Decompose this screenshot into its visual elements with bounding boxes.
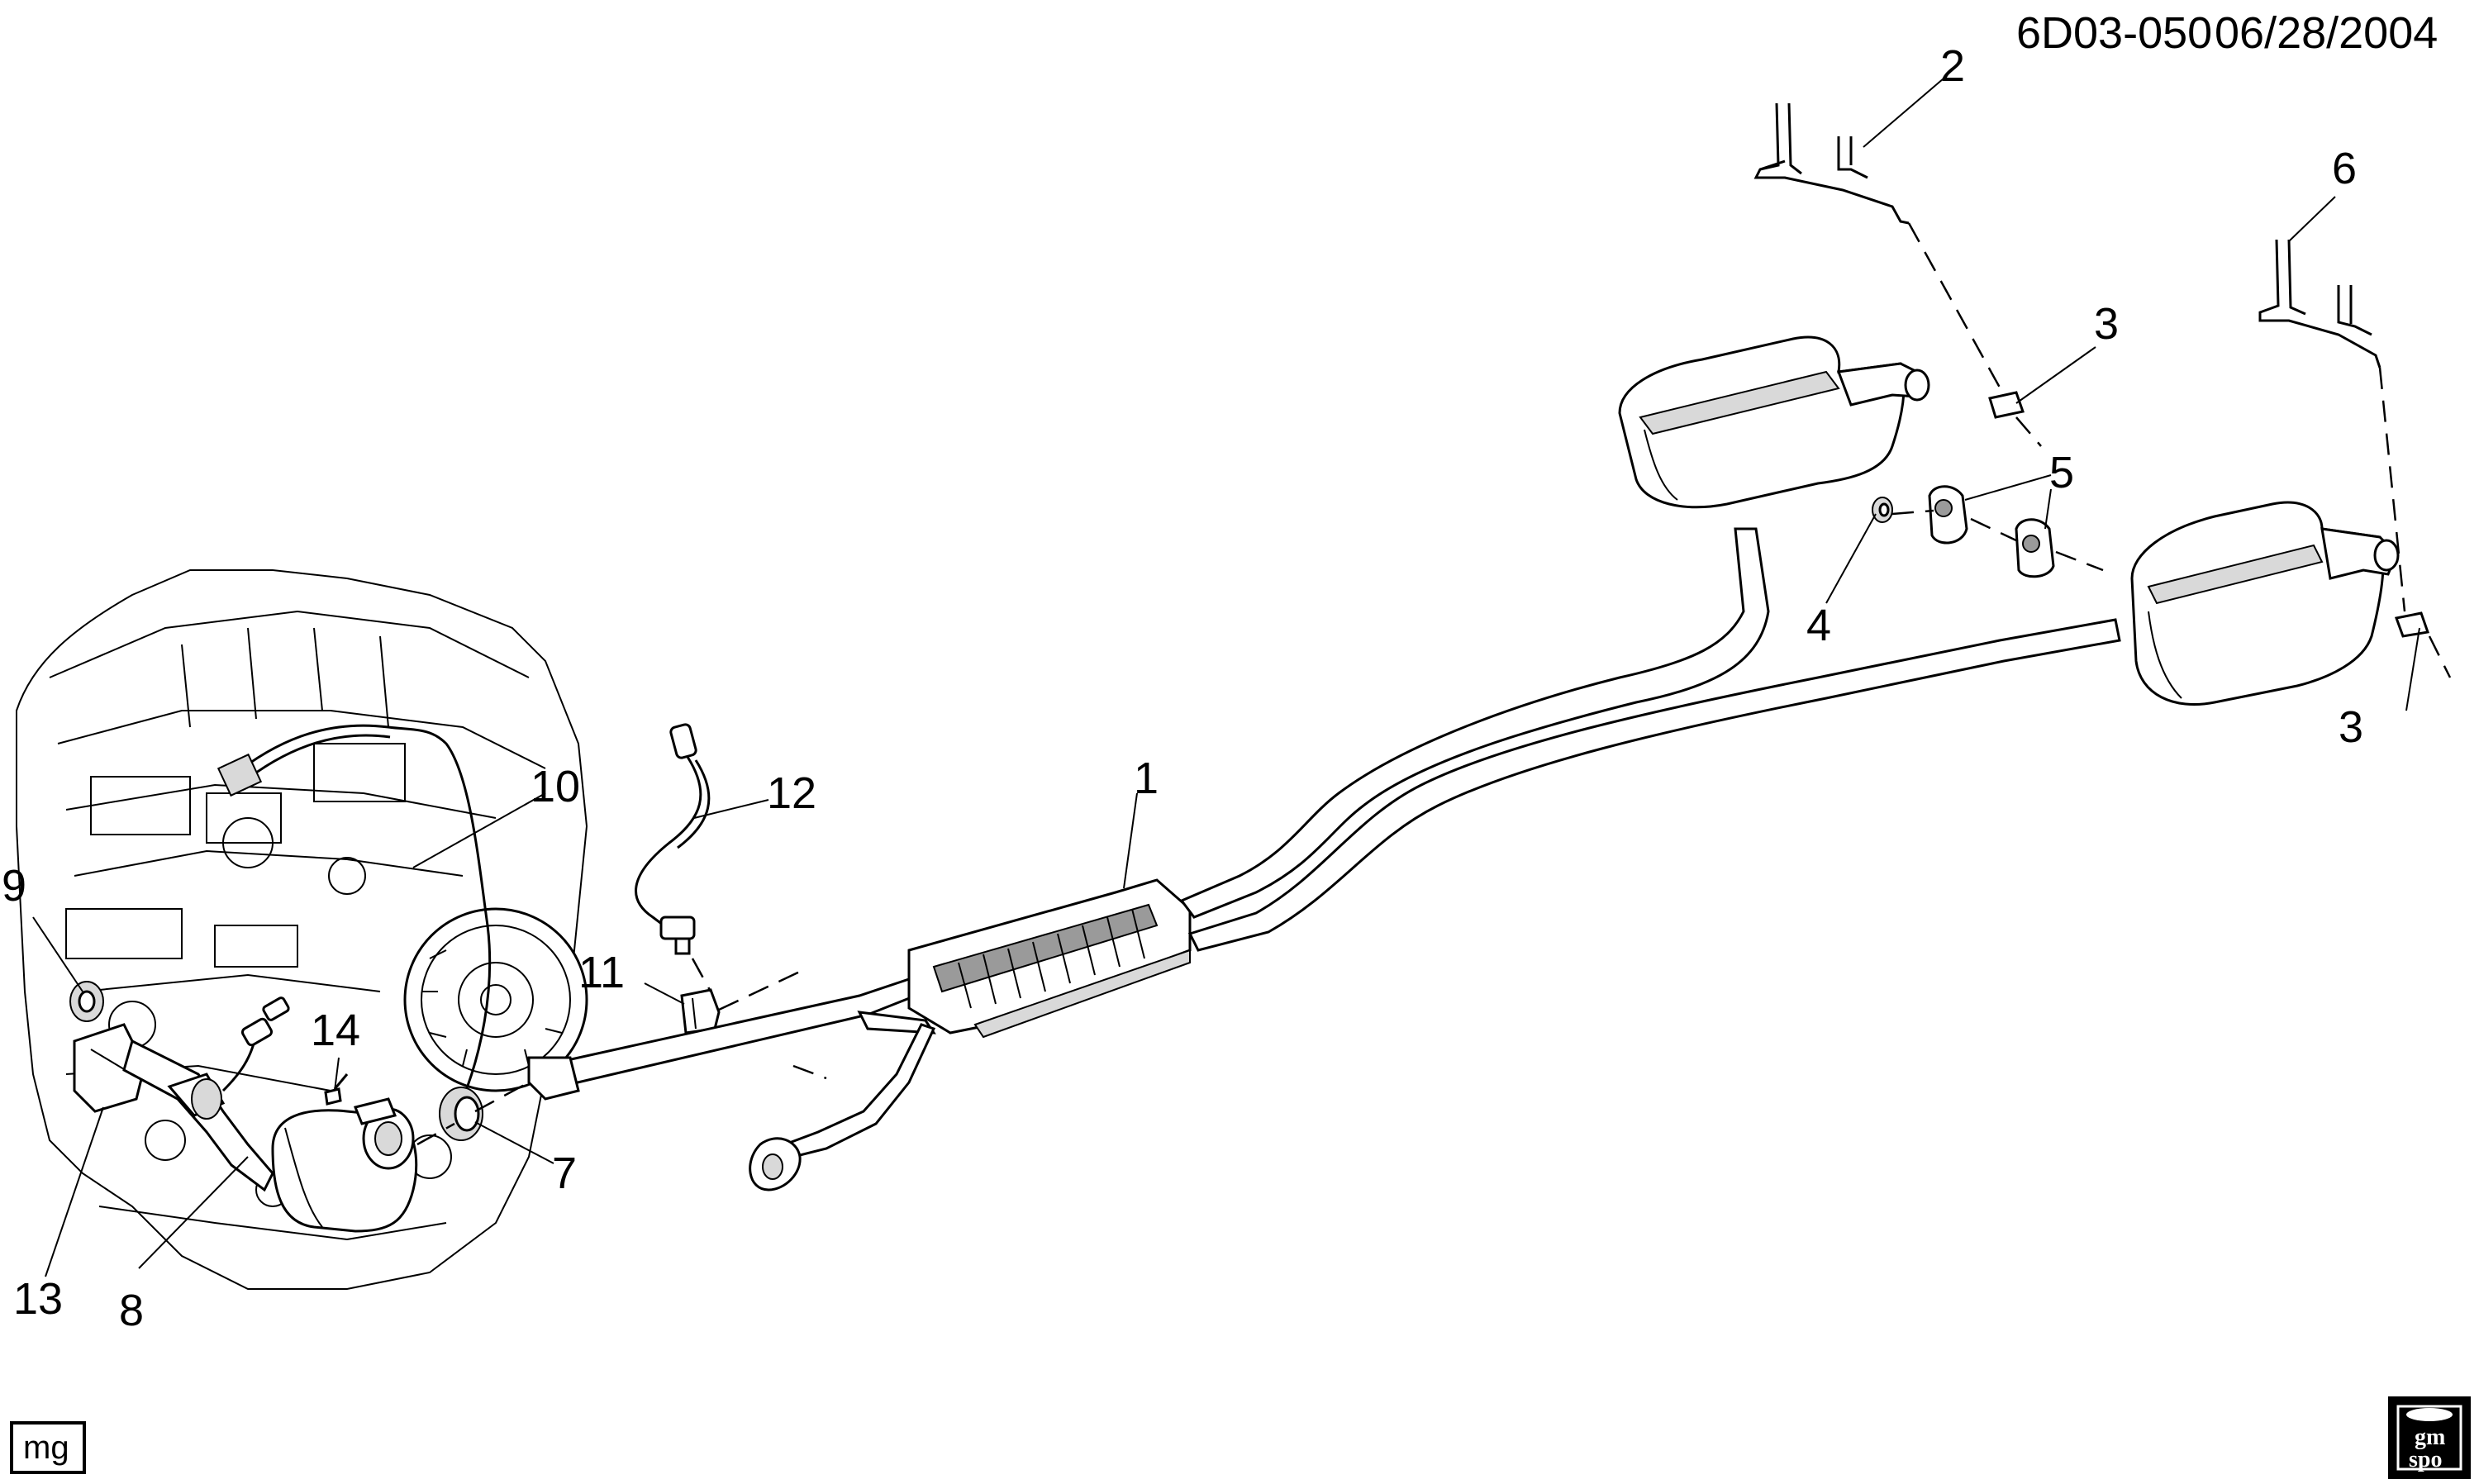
- gm-spo-logo: gm spo: [2388, 1396, 2471, 1479]
- callout-12: 12: [767, 768, 816, 818]
- front-oxygen-sensor: [221, 996, 290, 1092]
- callout-9: 9: [2, 861, 26, 911]
- part-5-isolator-2: [2015, 518, 2055, 578]
- callout-2: 2: [1940, 41, 1965, 91]
- mg-badge: mg: [10, 1421, 86, 1474]
- diagram-code: 6D03-050: [2016, 8, 2212, 58]
- part-5-isolator-1: [1928, 485, 1968, 545]
- part-2-hanger-bracket: [1753, 102, 1910, 225]
- callout-14: 14: [311, 1006, 360, 1055]
- callout-1: 1: [1134, 754, 1159, 803]
- callout-5: 5: [2049, 448, 2074, 497]
- part-3-insulator-upper: [1988, 391, 2025, 419]
- mg-badge-label: mg: [23, 1429, 69, 1466]
- part-6-hanger-bracket: [2258, 239, 2381, 369]
- right-muffler: [2130, 501, 2400, 706]
- part-12-oxygen-sensor: [635, 723, 711, 955]
- part-4-washer: [1872, 497, 1893, 523]
- callout-7: 7: [552, 1149, 577, 1198]
- assembly-lines: [416, 222, 2452, 1146]
- part-9-gasket: [69, 981, 104, 1022]
- diagram-date: 06/28/2004: [2215, 8, 2438, 58]
- callout-8: 8: [119, 1286, 144, 1335]
- left-catalytic-converter: [271, 1097, 418, 1233]
- callout-4: 4: [1806, 601, 1831, 650]
- part-8-front-pipe: [122, 1039, 274, 1192]
- gm-logo-text: gm: [2415, 1425, 2445, 1450]
- left-muffler: [1618, 335, 1930, 509]
- callout-10: 10: [531, 762, 580, 811]
- callout-3-upper: 3: [2094, 299, 2119, 349]
- part-1-exhaust-pipe: [527, 977, 936, 1191]
- part-3-insulator-lower: [2394, 611, 2430, 638]
- callout-6: 6: [2332, 144, 2357, 193]
- leader-lines: [32, 78, 2420, 1277]
- part-7-gasket: [439, 1087, 483, 1141]
- part-11-fitting: [680, 988, 721, 1035]
- engine-assembly: [16, 569, 588, 1290]
- callout-11: 11: [578, 948, 625, 997]
- main-catalytic-converter: [907, 878, 1192, 1039]
- callout-13: 13: [13, 1274, 63, 1324]
- callout-3-lower: 3: [2339, 702, 2363, 752]
- intermediate-pipes: [1179, 527, 2121, 952]
- spo-logo-text: spo: [2409, 1447, 2442, 1472]
